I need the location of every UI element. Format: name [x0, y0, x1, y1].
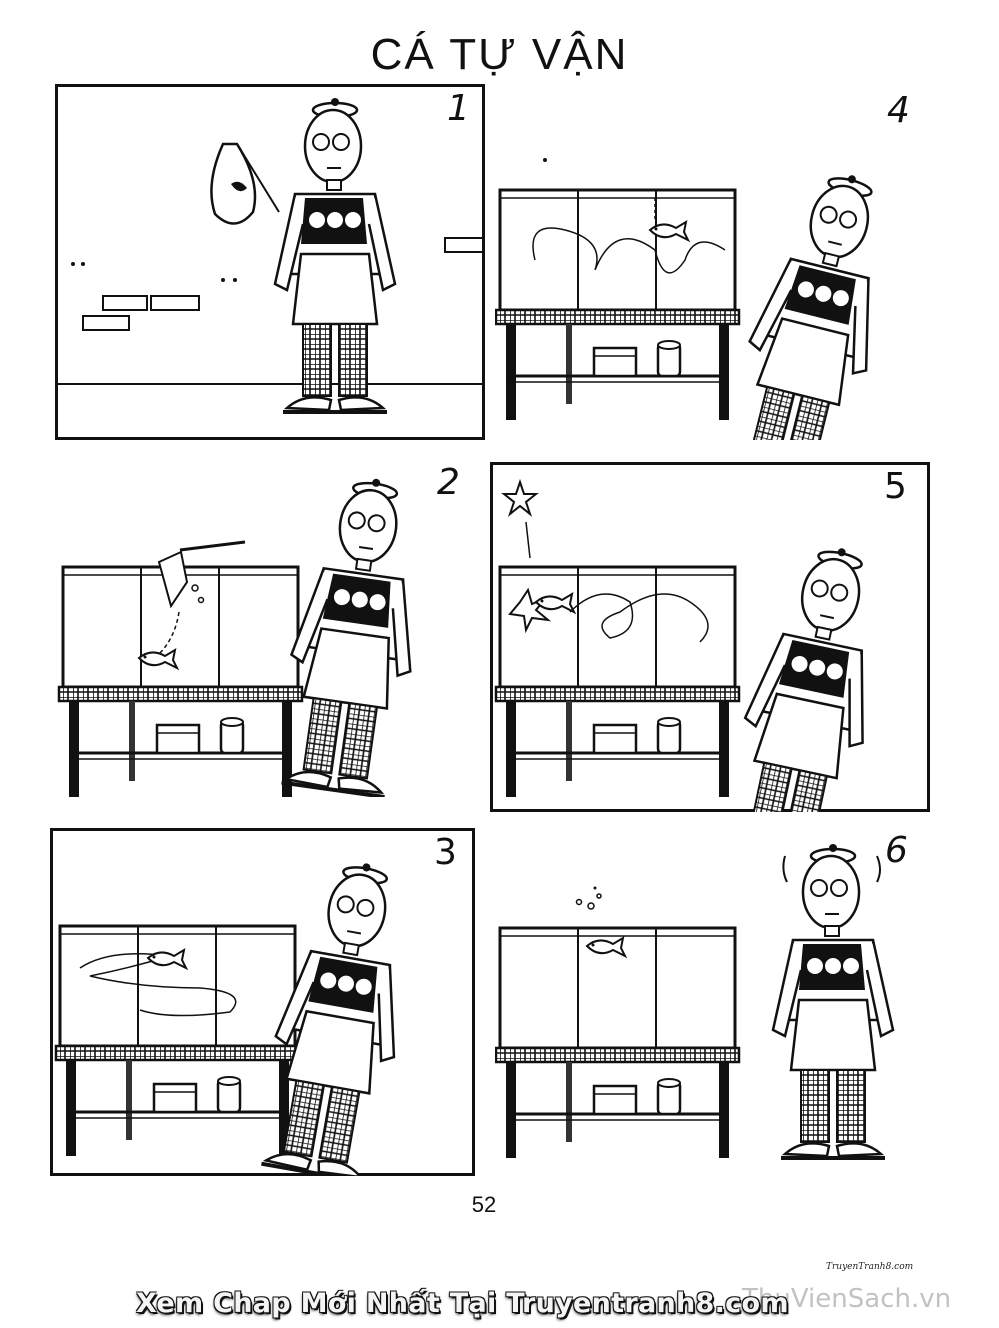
panel-3: 3	[50, 828, 475, 1176]
panel-4-art	[495, 158, 914, 440]
page-number: 52	[471, 1192, 497, 1217]
panel-number: 5	[884, 466, 907, 507]
comic-title: CÁ TỰ VẬN	[370, 30, 629, 79]
panel-number: 6	[885, 830, 908, 871]
panel-5: 5	[490, 462, 930, 812]
panel-1-art	[55, 84, 485, 440]
panel-3-art	[50, 828, 475, 1176]
panel-6-art	[495, 842, 895, 1160]
panel-number: 3	[434, 832, 457, 873]
footer-bar	[0, 1282, 999, 1328]
panel-6: 6	[495, 830, 945, 1170]
panel-1: 1	[55, 84, 485, 440]
panel-number: 1	[447, 88, 470, 129]
panel-4: 4	[495, 90, 945, 440]
panel-number: 2	[437, 462, 460, 503]
panel-number: 4	[887, 90, 910, 131]
panel-2-art	[57, 468, 439, 797]
site-credit: TruyenTranh8.com	[826, 1262, 914, 1272]
panel-5-art	[490, 462, 930, 812]
watermark: ThuVienSach.vn	[742, 1284, 952, 1314]
panel-2: 2	[55, 462, 485, 797]
footer-banner-link[interactable]: Xem Chap Mới Nhất Tại Truyentranh8.com	[136, 1288, 789, 1319]
